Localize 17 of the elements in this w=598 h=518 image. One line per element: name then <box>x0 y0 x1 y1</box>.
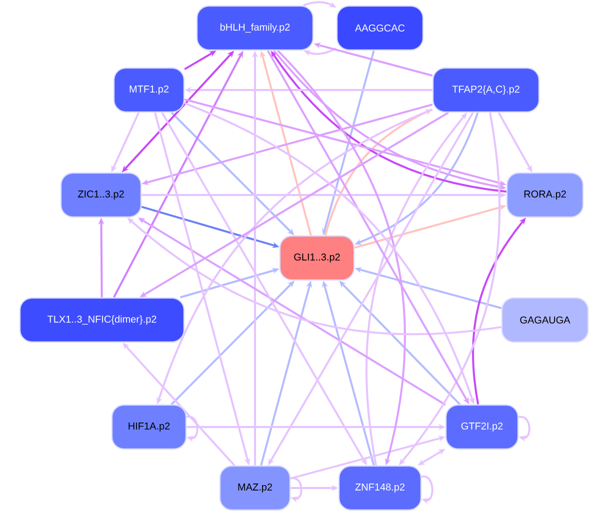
node-box: ZIC1..3.p2 <box>60 172 142 218</box>
node-box: GTF2I.p2 <box>445 404 519 450</box>
arrow <box>518 416 530 442</box>
arrow <box>186 416 198 442</box>
arrow <box>290 477 302 502</box>
node-box: MAZ.p2 <box>219 465 291 511</box>
node-box: MTF1.p2 <box>113 67 185 113</box>
node-box: TLX1..3_NFIC{dimer}.p2 <box>19 297 185 343</box>
node-box: GLI1..3.p2 <box>279 235 355 281</box>
arrow <box>422 476 434 504</box>
node-box: bHLH_family.p2 <box>196 5 314 51</box>
node-box: TFAP2{A,C}.p2 <box>432 67 540 113</box>
node-box: ZNF148.p2 <box>338 465 422 511</box>
node-box: RORA.p2 <box>506 172 584 218</box>
node-box: HIF1A.p2 <box>111 404 187 450</box>
node-box: GAGAUGA <box>501 297 589 343</box>
node-box: AAGGCAC <box>336 5 424 51</box>
